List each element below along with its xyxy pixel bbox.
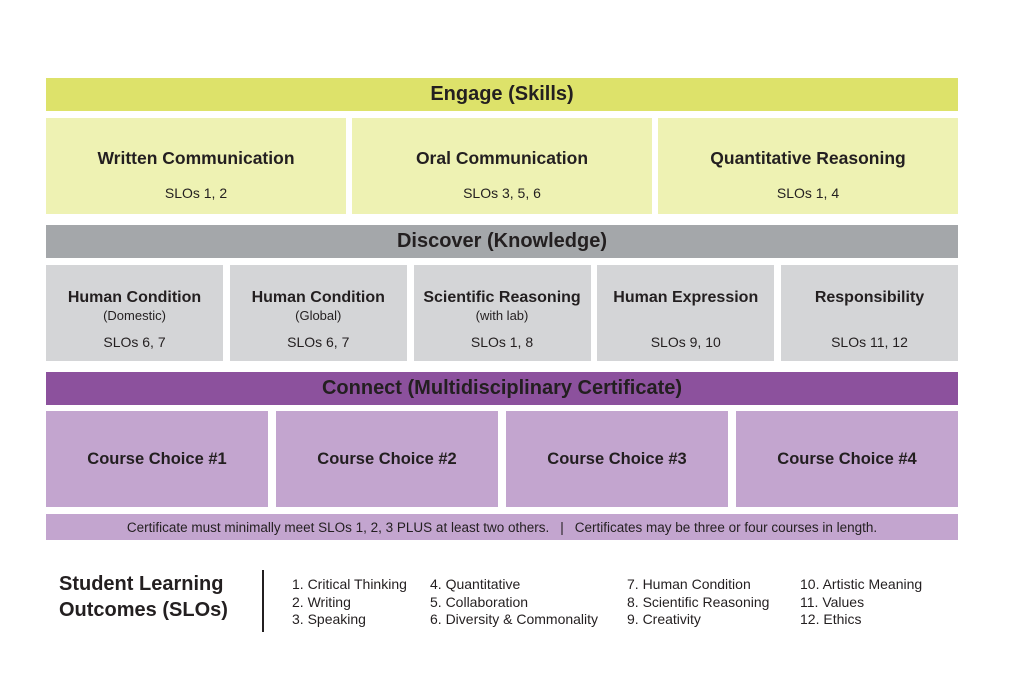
box-slos: SLOs 1, 4 (776, 185, 840, 201)
connect-box-course-choice-2: Course Choice #2 (276, 411, 498, 507)
box-subtitle: (Domestic) (103, 308, 166, 323)
slo-item: 11. Values (800, 593, 865, 610)
slo-item: 6. Diversity & Commonality (430, 611, 599, 627)
certificate-note-separator: | (560, 519, 564, 535)
box-title: Course Choice #3 (547, 449, 687, 468)
connect-header-label: Connect (Multidisciplinary Certificate) (321, 377, 683, 399)
engage-box-oral-communication: Oral Communication SLOs 3, 5, 6 (352, 118, 652, 214)
box-title: Scientific Reasoning (423, 289, 581, 306)
box-title: Human Condition (251, 289, 385, 306)
box-title: Quantitative Reasoning (710, 148, 906, 168)
box-slos: SLOs 6, 7 (287, 334, 350, 350)
box-title: Oral Communication (415, 148, 589, 168)
slo-item: 10. Artistic Meaning (800, 576, 923, 592)
slo-column-4: 10. Artistic Meaning 11. Values 12. Ethi… (800, 576, 922, 629)
engage-box-quantitative-reasoning: Quantitative Reasoning SLOs 1, 4 (658, 118, 958, 214)
connect-box-course-choice-1: Course Choice #1 (46, 411, 268, 507)
discover-box-human-condition-global: Human Condition (Global) SLOs 6, 7 (229, 265, 407, 361)
slo-legend-divider (262, 570, 264, 632)
slo-item: 8. Scientific Reasoning (627, 593, 770, 610)
certificate-note: Certificate must minimally meet SLOs 1, … (46, 514, 958, 540)
box-subtitle: (with lab) (475, 308, 529, 323)
connect-header: Connect (Multidisciplinary Certificate) (46, 372, 958, 405)
box-slos: SLOs 11, 12 (831, 334, 908, 350)
discover-box-human-expression: Human Expression SLOs 9, 10 (597, 265, 775, 361)
slo-item: 2. Writing (292, 593, 351, 610)
slo-item: 4. Quantitative (430, 576, 521, 592)
box-title: Human Condition (67, 289, 202, 306)
box-title: Responsibility (814, 289, 925, 306)
discover-box-scientific-reasoning: Scientific Reasoning (with lab) SLOs 1, … (413, 265, 591, 361)
box-title: Written Communication (97, 148, 295, 168)
engage-header-label: Engage (Skills) (430, 83, 574, 105)
connect-box-course-choice-3: Course Choice #3 (506, 411, 728, 507)
box-slos: SLOs 6, 7 (103, 334, 166, 350)
box-slos: SLOs 9, 10 (650, 334, 721, 350)
slo-item: 7. Human Condition (627, 576, 751, 592)
connect-box-course-choice-4: Course Choice #4 (736, 411, 958, 507)
box-slos: SLOs 1, 8 (470, 334, 534, 350)
box-title: Course Choice #1 (87, 449, 227, 468)
slo-item: 12. Ethics (800, 611, 862, 627)
discover-header-label: Discover (Knowledge) (396, 230, 608, 252)
box-subtitle: (Global) (295, 308, 342, 323)
discover-header: Discover (Knowledge) (46, 225, 958, 258)
box-title: Course Choice #2 (317, 449, 457, 468)
box-slos: SLOs 1, 2 (164, 185, 228, 201)
slo-legend-title-line1: Student Learning (59, 573, 224, 595)
slo-item: 1. Critical Thinking (292, 576, 407, 592)
box-slos: SLOs 3, 5, 6 (463, 185, 541, 201)
slo-legend-title: Student Learning Outcomes (SLOs) (59, 571, 259, 623)
slo-column-3: 7. Human Condition 8. Scientific Reasoni… (627, 576, 769, 629)
slo-column-1: 1. Critical Thinking 2. Writing 3. Speak… (292, 576, 407, 629)
engage-header: Engage (Skills) (46, 78, 958, 111)
discover-boxes: Human Condition (Domestic) SLOs 6, 7 Hum… (46, 265, 958, 361)
certificate-note-left: Certificate must minimally meet SLOs 1, … (126, 519, 550, 535)
engage-box-written-communication: Written Communication SLOs 1, 2 (46, 118, 346, 214)
slo-item: 9. Creativity (627, 611, 701, 627)
slo-item: 3. Speaking (292, 611, 366, 627)
slo-legend-title-line2: Outcomes (SLOs) (59, 599, 228, 621)
discover-box-human-condition-domestic: Human Condition (Domestic) SLOs 6, 7 (46, 265, 223, 361)
slo-item: 5. Collaboration (430, 593, 529, 610)
connect-boxes: Course Choice #1 Course Choice #2 Course… (46, 411, 958, 507)
certificate-note-right: Certificates may be three or four course… (574, 519, 878, 535)
slo-column-2: 4. Quantitative 5. Collaboration 6. Dive… (430, 576, 598, 629)
box-title: Course Choice #4 (777, 449, 917, 468)
discover-box-responsibility: Responsibility SLOs 11, 12 (781, 265, 958, 361)
engage-boxes: Written Communication SLOs 1, 2 Oral Com… (46, 118, 958, 214)
box-title: Human Expression (613, 289, 759, 306)
